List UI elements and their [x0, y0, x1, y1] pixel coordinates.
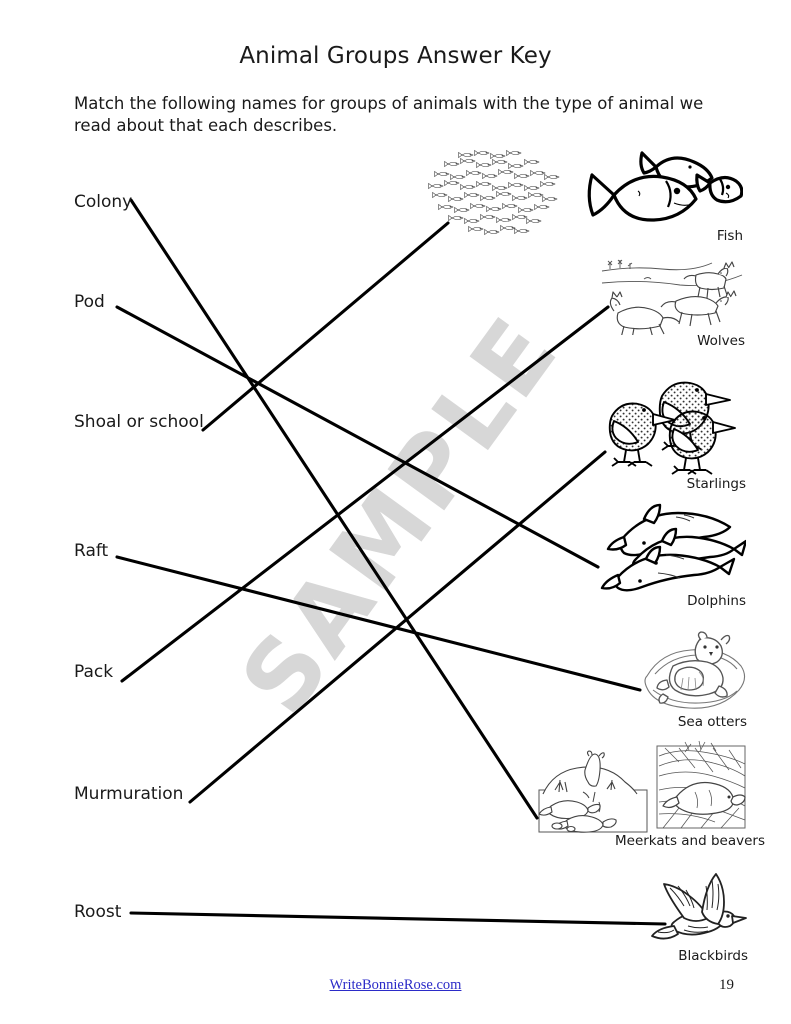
- answer-caption: Fish: [716, 228, 743, 244]
- meerkats-beavers-icon: [538, 750, 648, 833]
- answer-caption: Meerkats and beavers: [615, 833, 765, 849]
- term-pod[interactable]: Pod: [74, 292, 105, 312]
- term-shoal-or-school[interactable]: Shoal or school: [74, 412, 204, 432]
- term-label: Pack: [74, 662, 114, 682]
- answer-wolves[interactable]: Wolves: [600, 253, 745, 349]
- beaver-lodge-icon: [656, 740, 746, 829]
- term-label: Roost: [74, 902, 122, 922]
- connector-line-pod: [115, 305, 600, 569]
- term-label: Colony: [74, 192, 133, 212]
- term-roost[interactable]: Roost: [74, 902, 121, 922]
- wolves-group-icon: [601, 259, 743, 335]
- connector-line-pack: [120, 305, 610, 683]
- sea-otter-icon: [644, 631, 746, 709]
- term-label: Shoal or school: [74, 412, 204, 432]
- answer-starlings[interactable]: Starlings: [598, 370, 746, 492]
- sample-watermark: SAMPLE: [170, 296, 630, 734]
- blackbird-icon: [651, 873, 747, 940]
- term-label: Raft: [74, 541, 109, 561]
- term-raft[interactable]: Raft: [74, 541, 108, 561]
- answer-caption: Blackbirds: [678, 948, 748, 964]
- term-murmuration[interactable]: Murmuration: [74, 784, 183, 804]
- answer-caption: Wolves: [697, 333, 745, 349]
- starlings-group-icon: [608, 381, 736, 475]
- answer-fish[interactable]: Fish: [578, 145, 743, 244]
- answer-caption: Starlings: [686, 476, 746, 492]
- page-title: Animal Groups Answer Key: [239, 43, 552, 69]
- connector-line-shoal-or-school: [201, 221, 450, 432]
- term-pack[interactable]: Pack: [74, 662, 113, 682]
- term-label: Pod: [74, 292, 105, 312]
- page-number: 19: [719, 977, 734, 993]
- answer-blackbirds[interactable]: Blackbirds: [644, 868, 748, 964]
- term-label: Murmuration: [74, 784, 184, 804]
- answer-caption: Sea otters: [677, 714, 747, 730]
- answer-meerkats-beavers[interactable]: Meerkats and beavers: [537, 740, 765, 849]
- footer-website-link[interactable]: WriteBonnieRose.com: [0, 977, 791, 994]
- answer-dolphins[interactable]: Dolphins: [588, 503, 746, 609]
- connector-line-raft: [115, 555, 642, 692]
- dolphins-group-icon: [600, 503, 746, 592]
- answer-caption: Dolphins: [687, 593, 746, 609]
- fish-school-illustration: [428, 146, 568, 238]
- term-colony[interactable]: Colony: [74, 192, 132, 212]
- fish-school-icon: [428, 149, 560, 236]
- footer-link-text: WriteBonnieRose.com: [329, 977, 462, 993]
- fish-group-icon: [587, 151, 743, 222]
- connector-line-roost: [129, 911, 667, 926]
- instructions-text: Match the following names for groups of …: [74, 94, 704, 136]
- sample-watermark-text: SAMPLE: [219, 295, 581, 735]
- answer-sea-otters[interactable]: Sea otters: [643, 628, 747, 730]
- connector-line-colony: [129, 198, 539, 820]
